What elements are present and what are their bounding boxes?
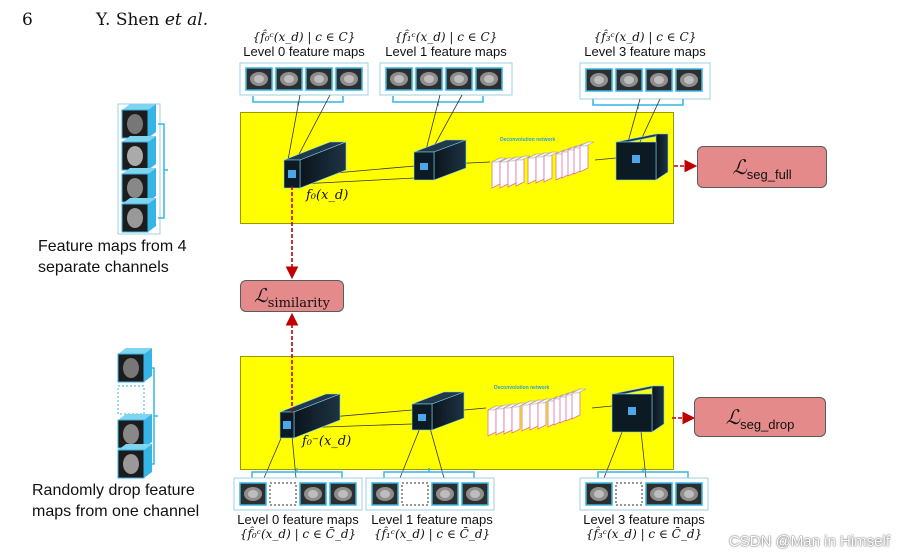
loss-symbol: ℒ	[732, 155, 747, 179]
loss-subscript: seg_drop	[740, 417, 795, 432]
side-label-line: separate channels	[38, 259, 169, 276]
loss-similarity: ℒsimilarity	[240, 280, 344, 312]
bottom-map-strip-3	[579, 468, 709, 511]
top-map-strip-3	[579, 62, 711, 109]
watermark: CSDN @Man in Himself	[728, 533, 890, 550]
bottom-map-strip-0	[233, 468, 363, 511]
page-number: 6	[22, 10, 33, 30]
top-deconv-slabs	[491, 141, 595, 189]
loss-symbol: ℒ	[725, 405, 741, 429]
side-label-line: Randomly drop feature	[32, 482, 195, 499]
set-notation: {f̂₃ᶜ(x_d) | c ∈ C̄_d}	[585, 527, 703, 541]
side-label-line: maps from one channel	[32, 503, 200, 520]
map-group-label: Level 3 feature maps	[583, 512, 705, 527]
set-notation: {f̂₀ᶜ(x_d) | c ∈ C̄_d}	[239, 527, 357, 541]
bottom-map-group-1: Level 1 feature maps {f̂₁ᶜ(x_d) | c ∈ C̄…	[364, 512, 500, 541]
top-side-label: Feature maps from 4 separate channels	[38, 236, 187, 278]
bottom-cube-level1	[411, 391, 465, 431]
map-group-label: Level 1 feature maps	[385, 44, 507, 59]
loss-subscript: seg_full	[746, 167, 792, 182]
top-map-group-3: {f̂₃ᶜ(x_d) | c ∈ C} Level 3 feature maps	[580, 30, 710, 59]
loss-seg-full: ℒseg_full	[697, 146, 827, 188]
author-line: Y. Shen et al.	[96, 10, 208, 30]
side-label-line: Feature maps from 4	[38, 238, 187, 255]
bottom-feature-label: f₀⁻(x_d)	[302, 434, 352, 449]
set-notation: {f̂₀ᶜ(x_d) | c ∈ C}	[252, 30, 356, 44]
bottom-deconv-label: Deconvolution network	[494, 385, 550, 391]
bottom-map-group-3: Level 3 feature maps {f̂₃ᶜ(x_d) | c ∈ C̄…	[576, 512, 712, 541]
top-map-strip-1	[379, 62, 513, 106]
map-group-label: Level 3 feature maps	[584, 44, 706, 59]
top-cube-level3	[615, 133, 669, 181]
set-notation: {f̂₃ᶜ(x_d) | c ∈ C}	[593, 30, 697, 44]
top-cube-level1	[413, 139, 467, 181]
loss-symbol: ℒ	[254, 285, 268, 307]
top-connector-lines	[287, 94, 661, 185]
authors: Y. Shen	[96, 10, 160, 30]
et-al: et al.	[164, 10, 209, 30]
bottom-map-group-0: Level 0 feature maps {f̂₀ᶜ(x_d) | c ∈ C̄…	[230, 512, 366, 541]
set-notation: {f̂₁ᶜ(x_d) | c ∈ C̄_d}	[373, 527, 491, 541]
bottom-side-label: Randomly drop feature maps from one chan…	[32, 480, 199, 522]
bottom-channel-stack	[117, 348, 158, 479]
top-map-group-1: {f̂₁ᶜ(x_d) | c ∈ C} Level 1 feature maps	[380, 30, 512, 59]
map-group-label: Level 0 feature maps	[237, 512, 359, 527]
top-map-group-0: {f̂₀ᶜ(x_d) | c ∈ C} Level 0 feature maps	[240, 30, 368, 59]
map-group-label: Level 0 feature maps	[243, 44, 365, 59]
top-deconv-label: Deconvolution network	[500, 137, 556, 143]
top-feature-label: f₀(x_d)	[306, 188, 349, 203]
bottom-deconv-slabs	[487, 388, 587, 437]
set-notation: {f̂₁ᶜ(x_d) | c ∈ C}	[394, 30, 498, 44]
bottom-cube-level0	[279, 393, 341, 439]
top-cube-level0	[283, 141, 347, 189]
top-map-strip-0	[239, 62, 369, 106]
bottom-map-strip-1	[365, 468, 495, 511]
bottom-cube-level3	[611, 385, 665, 433]
loss-seg-drop: ℒseg_drop	[694, 397, 826, 437]
top-channel-stack	[117, 103, 168, 235]
loss-subscript: similarity	[267, 295, 330, 311]
map-group-label: Level 1 feature maps	[371, 512, 493, 527]
